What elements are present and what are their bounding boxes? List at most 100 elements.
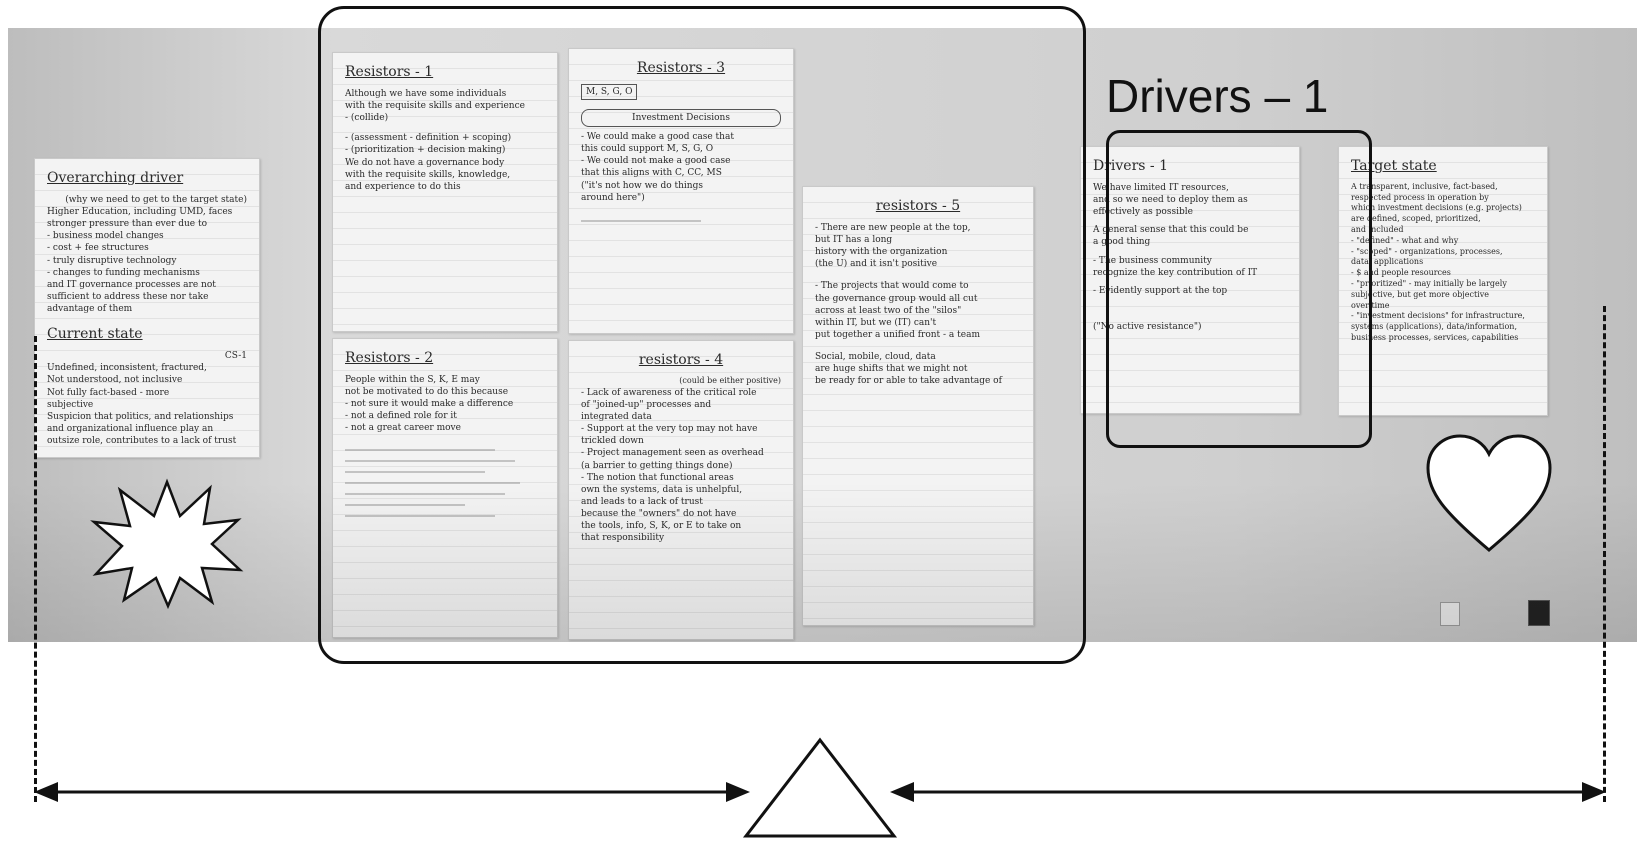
scribble-mark (581, 219, 701, 222)
poster-line: - not sure it would make a difference (345, 399, 514, 410)
poster-line: not be motivated to do this because (345, 387, 509, 398)
poster-line: - Project management seen as overhead (581, 448, 764, 459)
heart-icon (1426, 434, 1552, 552)
poster-line: and experience to do this (345, 181, 461, 192)
poster-line: - The projects that would come to (815, 281, 969, 292)
drivers-label: Drivers – 1 (1106, 70, 1329, 122)
poster-resistors-3: Resistors - 3 M, S, G, O Investment Deci… (568, 48, 794, 334)
poster-line: - truly disruptive technology (47, 255, 177, 266)
poster-line: - We could make a good case that (581, 132, 734, 143)
poster-line: - (assessment - definition + scoping) (345, 133, 512, 144)
poster-line: respected process in operation by (1351, 192, 1489, 202)
poster-line: data, applications (1351, 257, 1424, 267)
poster-line: outsize role, contributes to a lack of t… (47, 436, 237, 447)
poster-line: - (prioritization + decision making) (345, 145, 506, 156)
poster-line: - business model changes (47, 231, 164, 242)
poster-line: - Support at the very top may not have (581, 424, 758, 435)
poster-line: and organizational influence play an (47, 424, 214, 435)
poster-line: Higher Education, including UMD, faces (47, 207, 233, 218)
poster-title: Overarching driver (47, 170, 184, 186)
poster-line: (could be either positive) (679, 375, 781, 385)
left-boundary-dashed-line (34, 336, 37, 802)
poster-line: - (collide) (345, 113, 389, 124)
poster-line: Undefined, inconsistent, fractured, (47, 363, 207, 374)
poster-line: - "scoped" - organizations, processes, (1351, 246, 1503, 256)
scribble-mark (345, 459, 515, 462)
poster-line: - not a great career move (345, 423, 461, 434)
scribble-mark (345, 448, 495, 451)
poster-title: Resistors - 3 (636, 60, 726, 76)
poster-line: ("it's not how we do things (581, 180, 703, 191)
poster-line: business processes, services, capabiliti… (1351, 333, 1519, 343)
drivers-frame (1106, 130, 1372, 448)
left-double-arrow (34, 782, 750, 802)
poster-resistors-1: Resistors - 1 Although we have some indi… (332, 52, 558, 332)
poster-title: Resistors - 1 (345, 64, 434, 80)
poster-line: a good thing (1093, 237, 1151, 248)
poster-line: We have limited IT resources, (1093, 182, 1229, 193)
poster-line: Not fully fact-based - more (47, 387, 170, 398)
poster-line: and IT governance processes are not (47, 279, 216, 290)
poster-line: - not a defined role for it (345, 411, 457, 422)
poster-target-state: Target state A transparent, inclusive, f… (1338, 146, 1548, 416)
poster-line: but IT has a long (815, 235, 893, 246)
poster-line: We do not have a governance body (345, 157, 505, 168)
poster-line: - cost + fee structures (47, 243, 149, 254)
poster-line: are defined, scoped, prioritized, (1351, 214, 1481, 224)
poster-line: which investment decisions (e.g. project… (1351, 203, 1522, 213)
poster-overarching-driver: Overarching driver (why we need to get t… (34, 158, 260, 458)
poster-line: (why we need to get to the target state) (65, 194, 247, 205)
fulcrum-triangle-icon (742, 737, 898, 838)
poster-title: resistors - 5 (875, 198, 961, 214)
poster-line: Social, mobile, cloud, data (815, 352, 936, 363)
poster-line: People within the S, K, E may (345, 374, 480, 385)
poster-line: (the U) and it isn't positive (815, 259, 938, 270)
poster-line: and included (1351, 225, 1404, 235)
poster-line: M, S, G, O (581, 83, 638, 101)
poster-line: effectively as possible (1093, 207, 1193, 218)
poster-drivers-1: Drivers - 1 We have limited IT resources… (1080, 146, 1300, 414)
poster-line: across at least two of the "silos" (815, 305, 962, 316)
poster-line: - changes to funding mechanisms (47, 267, 200, 278)
poster-title: Current state (47, 326, 143, 343)
poster-line: stronger pressure than ever due to (47, 219, 208, 230)
poster-line: this could support M, S, G, O (581, 144, 714, 155)
poster-line: over time (1351, 300, 1390, 310)
poster-line: A transparent, inclusive, fact-based, (1351, 181, 1498, 191)
poster-line: integrated data (581, 411, 652, 422)
poster-line: systems (applications), data/information… (1351, 322, 1517, 332)
explosion-icon (90, 478, 244, 610)
poster-line: - The business community (1093, 255, 1212, 266)
poster-line: ("No active resistance") (1093, 322, 1202, 333)
poster-line: - Lack of awareness of the critical role (581, 387, 757, 398)
poster-line: put together a unified front - a team (815, 330, 981, 341)
poster-line: - "defined" - what and why (1351, 235, 1459, 245)
poster-title: Target state (1351, 158, 1437, 174)
poster-line: subjective (47, 399, 94, 410)
poster-line: around here") (581, 192, 645, 203)
right-double-arrow (890, 782, 1606, 802)
poster-line: Investment Decisions (581, 108, 781, 128)
poster-line: advantage of them (47, 304, 133, 315)
poster-line: A general sense that this could be (1093, 225, 1249, 236)
poster-line: within IT, but we (IT) can't (815, 317, 937, 328)
poster-line: - $ and people resources (1351, 268, 1451, 278)
poster-title: resistors - 4 (638, 352, 724, 368)
poster-line: recognize the key contribution of IT (1093, 267, 1258, 278)
wall-outlet (1440, 602, 1460, 626)
poster-line: of "joined-up" processes and (581, 399, 712, 410)
poster-line: be ready for or able to take advantage o… (815, 376, 1002, 387)
poster-line: - Evidently support at the top (1093, 285, 1228, 296)
poster-line: - There are new people at the top, (815, 222, 971, 233)
poster-line: with the requisite skills, knowledge, (345, 169, 511, 180)
poster-line: history with the organization (815, 247, 948, 258)
poster-line: are huge shifts that we might not (815, 364, 968, 375)
right-boundary-dashed-line (1603, 306, 1606, 802)
poster-line: - We could not make a good case (581, 156, 731, 167)
wall-outlet (1528, 600, 1550, 626)
poster-line: the governance group would all cut (815, 293, 978, 304)
poster-line: subjective, but get more objective (1351, 289, 1489, 299)
poster-title: Drivers - 1 (1093, 158, 1169, 174)
poster-line: with the requisite skills and experience (345, 101, 525, 112)
poster-line: - The notion that functional areas (581, 472, 734, 483)
